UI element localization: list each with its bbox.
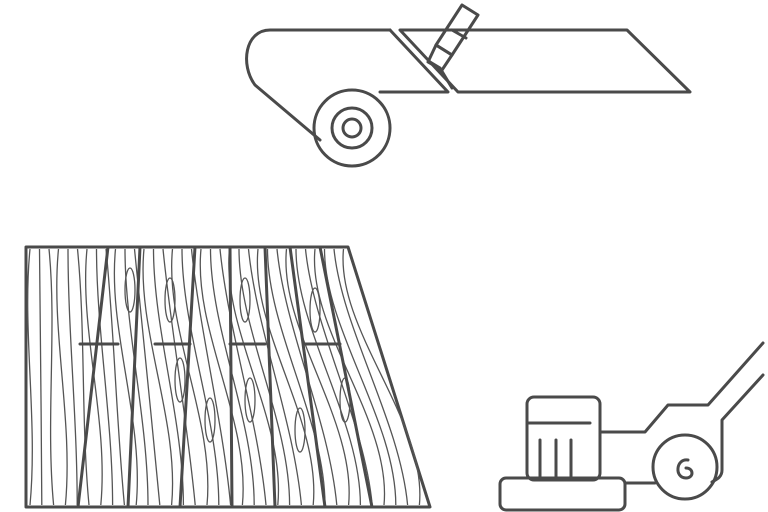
wood-knot bbox=[204, 397, 216, 443]
wood-grain-line bbox=[285, 248, 350, 506]
wood-grain-line bbox=[48, 248, 55, 506]
wood-grain-line bbox=[247, 248, 303, 506]
wood-grain-line bbox=[181, 248, 220, 506]
wood-grain-line bbox=[238, 248, 291, 506]
wood-grain-line bbox=[219, 248, 267, 506]
wood-knot bbox=[244, 377, 256, 423]
wood-knot bbox=[309, 287, 321, 333]
wood-grain-line bbox=[162, 248, 196, 506]
wood-grain-line bbox=[113, 248, 138, 506]
wood-grain-line bbox=[295, 248, 362, 506]
wood-grain-line bbox=[38, 248, 43, 506]
wood-grain-line bbox=[304, 248, 373, 506]
utility-knife-icon bbox=[426, 3, 480, 90]
wood-grain-line bbox=[95, 248, 114, 506]
wood-grain-line bbox=[199, 248, 244, 506]
wood-grain-line bbox=[342, 248, 421, 506]
wood-grain-line bbox=[67, 248, 78, 506]
wood-grain-line bbox=[313, 248, 386, 506]
wood-knot bbox=[174, 357, 186, 403]
wood-knot bbox=[239, 277, 251, 323]
wood-grain-line bbox=[190, 248, 232, 506]
floor-sander-icon bbox=[498, 341, 765, 512]
wood-grain-line bbox=[27, 248, 33, 506]
wood-knot bbox=[164, 277, 176, 323]
wood-grain-line bbox=[333, 248, 409, 506]
wood-grain-line bbox=[266, 248, 326, 506]
wood-grain-line bbox=[171, 248, 209, 506]
wood-grain-line bbox=[256, 248, 315, 506]
wood-grain-line bbox=[105, 248, 126, 506]
wood-knot bbox=[294, 407, 306, 453]
wood-knot bbox=[124, 267, 136, 313]
wood-grain-line bbox=[56, 248, 68, 506]
wood-floor-icon bbox=[24, 245, 432, 509]
roll-cutting-icon bbox=[245, 3, 692, 168]
wood-grain-line bbox=[142, 248, 174, 506]
wood-grain-line bbox=[76, 248, 90, 506]
